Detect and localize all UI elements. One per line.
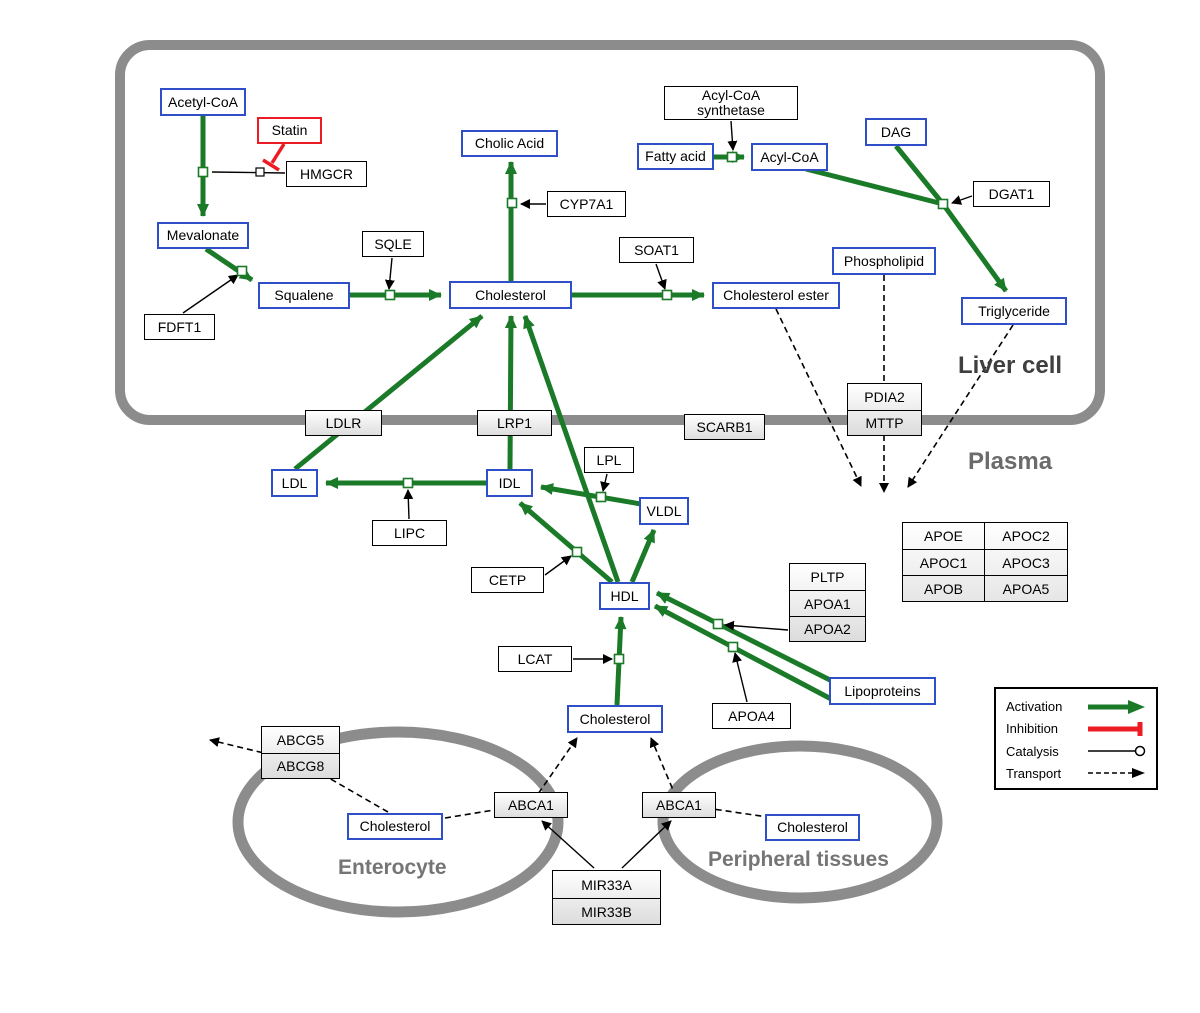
activation-edges <box>197 116 1009 706</box>
node-cholesterol-peripheral[interactable]: Cholesterol <box>765 814 860 841</box>
activation-arrow-icon <box>1088 699 1145 714</box>
node-soat1[interactable]: SOAT1 <box>619 237 694 263</box>
node-cyp7a1[interactable]: CYP7A1 <box>547 191 626 217</box>
node-cholesterol-liver[interactable]: Cholesterol <box>449 281 572 309</box>
node-apoa5[interactable]: APOA5 <box>985 575 1067 601</box>
node-apolipoprotein-table: APOE APOC2 APOC1 APOC3 APOB APOA5 <box>902 522 1068 602</box>
node-acyl-coa-synthetase[interactable]: Acyl-CoA synthetase <box>664 86 798 120</box>
node-cholesterol-plasma[interactable]: Cholesterol <box>567 705 663 733</box>
node-abcg8[interactable]: ABCG8 <box>262 753 339 778</box>
legend-activation-label: Activation <box>1006 699 1063 714</box>
legend-transport-row: Transport <box>1006 763 1148 784</box>
legend-catalysis-row: Catalysis <box>1006 741 1148 762</box>
acyl-coa-synthetase-line2: synthetase <box>697 102 765 118</box>
node-lipoproteins[interactable]: Lipoproteins <box>829 677 936 705</box>
plasma-label: Plasma <box>968 448 1053 475</box>
node-apoe[interactable]: APOE <box>903 523 985 549</box>
node-apob[interactable]: APOB <box>903 575 985 601</box>
node-vldl[interactable]: VLDL <box>639 497 689 525</box>
node-hmgcr[interactable]: HMGCR <box>286 161 367 187</box>
node-fdft1[interactable]: FDFT1 <box>144 314 215 340</box>
node-apoc2[interactable]: APOC2 <box>1002 528 1050 544</box>
enterocyte-membrane <box>232 726 564 918</box>
inhibition-edge <box>262 143 286 172</box>
node-statin[interactable]: Statin <box>257 117 322 144</box>
node-dgat1[interactable]: DGAT1 <box>973 181 1050 207</box>
node-abca1-left[interactable]: ABCA1 <box>494 792 568 818</box>
legend-transport-label: Transport <box>1006 765 1062 781</box>
legend-activation-row: Activation <box>1006 696 1148 717</box>
node-abcg5[interactable]: ABCG5 <box>276 732 325 748</box>
catalysis-anchor-node <box>255 167 265 177</box>
node-idl[interactable]: IDL <box>486 469 533 497</box>
acyl-coa-synthetase-line1: Acyl-CoA <box>701 87 761 103</box>
catalysis-edges <box>182 120 973 869</box>
legend-inhibition-row: Inhibition <box>1006 718 1148 739</box>
node-cholesterol-ester[interactable]: Cholesterol ester <box>712 282 840 309</box>
node-apoc3[interactable]: APOC3 <box>985 549 1067 575</box>
legend-inhibition-label: Inhibition <box>1006 721 1059 737</box>
node-apoa4[interactable]: APOA4 <box>712 703 791 729</box>
node-cetp[interactable]: CETP <box>471 567 544 593</box>
liver-cell-membrane <box>115 40 1105 425</box>
node-pltp[interactable]: PLTP <box>810 569 845 585</box>
peripheral-tissues-label: Peripheral tissues <box>708 848 889 871</box>
reaction-anchor-nodes <box>197 151 949 665</box>
node-apoc1[interactable]: APOC1 <box>903 549 985 575</box>
legend-catalysis-label: Catalysis <box>1006 743 1059 759</box>
enterocyte-label: Enterocyte <box>338 856 447 879</box>
node-apoa1[interactable]: APOA1 <box>790 590 865 616</box>
node-lipc[interactable]: LIPC <box>372 520 447 546</box>
catalysis-circle-icon <box>1088 745 1146 757</box>
node-squalene[interactable]: Squalene <box>258 282 350 309</box>
node-mevalonate[interactable]: Mevalonate <box>157 222 249 249</box>
node-triglyceride[interactable]: Triglyceride <box>961 297 1067 325</box>
node-apoa2[interactable]: APOA2 <box>790 616 865 641</box>
inhibition-tbar-icon <box>1088 721 1143 736</box>
node-lcat[interactable]: LCAT <box>498 646 572 672</box>
node-mir33a[interactable]: MIR33A <box>581 876 632 893</box>
node-mttp[interactable]: MTTP <box>848 410 921 435</box>
node-pltp-apoa1-apoa2-complex: PLTP APOA1 APOA2 <box>789 563 866 642</box>
node-acyl-coa[interactable]: Acyl-CoA <box>751 143 828 171</box>
node-scarb1[interactable]: SCARB1 <box>684 414 765 440</box>
node-fatty-acid[interactable]: Fatty acid <box>637 143 714 170</box>
node-mir33-complex: MIR33A MIR33B <box>552 870 661 925</box>
node-cholesterol-enterocyte[interactable]: Cholesterol <box>347 813 443 840</box>
node-acetyl-coa[interactable]: Acetyl-CoA <box>160 88 246 116</box>
node-abca1-right[interactable]: ABCA1 <box>642 792 716 818</box>
node-sqle[interactable]: SQLE <box>362 231 424 257</box>
node-abcg5-abcg8-complex: ABCG5 ABCG8 <box>261 726 340 779</box>
node-lrp1[interactable]: LRP1 <box>477 410 552 436</box>
liver-cell-label: Liver cell <box>958 352 1063 379</box>
node-pdia2-mttp-complex: PDIA2 MTTP <box>847 383 922 436</box>
transport-dashed-arrow-icon <box>1088 768 1145 779</box>
node-pdia2[interactable]: PDIA2 <box>864 389 905 405</box>
node-ldlr[interactable]: LDLR <box>305 410 382 436</box>
node-lpl[interactable]: LPL <box>584 447 634 473</box>
node-hdl[interactable]: HDL <box>599 582 650 610</box>
node-dag[interactable]: DAG <box>865 118 927 146</box>
node-ldl[interactable]: LDL <box>271 469 318 497</box>
node-phospholipid[interactable]: Phospholipid <box>832 247 936 275</box>
legend: Activation Inhibition Catalysis Transpor… <box>994 687 1158 790</box>
node-mir33b[interactable]: MIR33B <box>553 898 660 924</box>
node-cholic-acid[interactable]: Cholic Acid <box>461 130 558 157</box>
